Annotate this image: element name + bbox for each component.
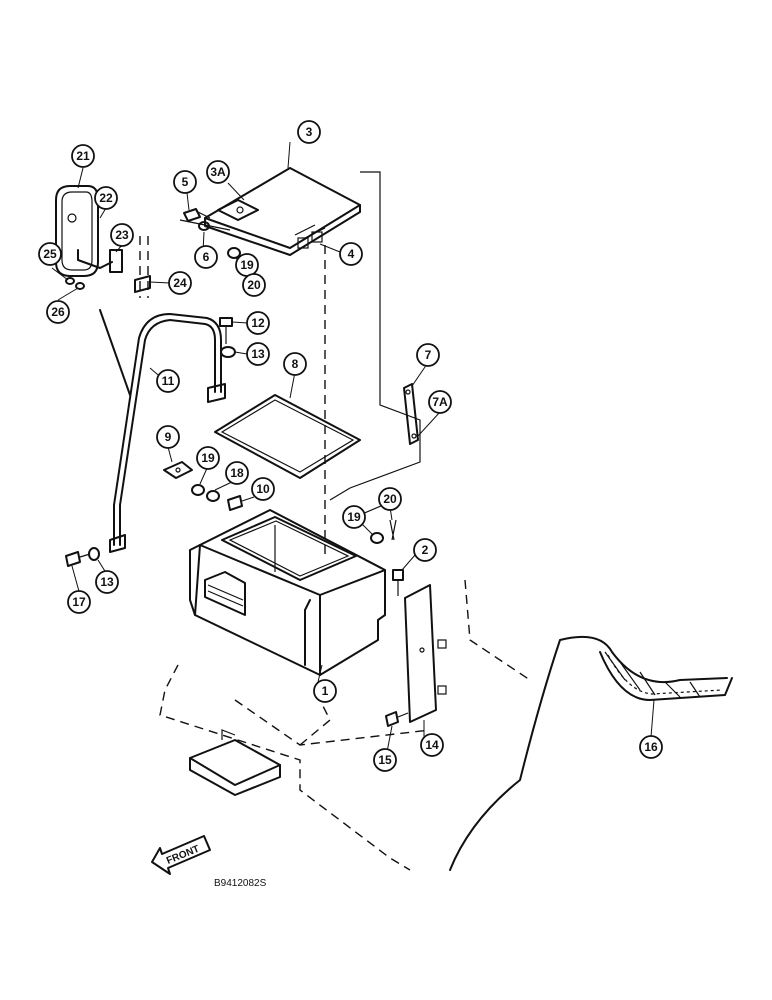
callout-4: 4 — [339, 242, 363, 266]
callout-label: 7A — [432, 395, 448, 409]
callout-label: 19 — [347, 510, 361, 524]
callout-18: 18 — [225, 461, 249, 485]
callout-23: 23 — [110, 223, 134, 247]
callout-22: 22 — [94, 186, 118, 210]
callout-label: 10 — [256, 482, 270, 496]
callout-14: 14 — [420, 733, 444, 757]
leader-lines — [51, 141, 655, 753]
callout-17: 17 — [67, 590, 91, 614]
callout-15: 15 — [373, 748, 397, 772]
callout-label: 9 — [165, 430, 172, 444]
callout-13-upper: 13 — [246, 342, 270, 366]
callout-11: 11 — [156, 369, 180, 393]
drawing-reference: B9412082S — [214, 878, 267, 889]
callout-label: 19 — [201, 451, 215, 465]
callout-label: 5 — [182, 175, 189, 189]
gasket — [214, 394, 361, 479]
callout-label: 2 — [422, 543, 429, 557]
phantom-lines — [159, 171, 531, 871]
callout-9: 9 — [156, 425, 180, 449]
front-label: FRONT — [165, 844, 201, 867]
callout-5: 5 — [173, 170, 197, 194]
bracket-7 — [403, 383, 419, 445]
callout-20-right: 20 — [378, 487, 402, 511]
callout-label: 4 — [348, 247, 355, 261]
callout-21: 21 — [71, 144, 95, 168]
callout-label: 25 — [43, 247, 57, 261]
front-arrow-icon: FRONT — [151, 835, 211, 875]
callout-13-lower: 13 — [95, 570, 119, 594]
callout-label: 16 — [644, 740, 658, 754]
callout-20-cover: 20 — [242, 273, 266, 297]
callout-3a: 3A — [206, 160, 230, 184]
callout-label: 8 — [292, 357, 299, 371]
callout-label: 18 — [230, 466, 244, 480]
callout-label: 19 — [240, 258, 254, 272]
callout-3: 3 — [297, 120, 321, 144]
callout-24: 24 — [168, 271, 192, 295]
callout-label: 17 — [72, 595, 86, 609]
step — [189, 729, 281, 796]
callout-label: 7 — [425, 348, 432, 362]
handrail — [99, 309, 226, 553]
callout-1: 1 — [313, 679, 337, 703]
callout-label: 12 — [251, 316, 265, 330]
callout-12: 12 — [246, 311, 270, 335]
side-plate — [404, 584, 447, 723]
callout-8: 8 — [283, 352, 307, 376]
callout-label: 3 — [306, 125, 313, 139]
callout-19-right: 19 — [342, 505, 366, 529]
callout-26: 26 — [46, 300, 70, 324]
callout-label: 15 — [378, 753, 392, 767]
callout-label: 23 — [115, 228, 129, 242]
callout-label: 20 — [247, 278, 261, 292]
callout-10: 10 — [251, 477, 275, 501]
callout-25: 25 — [38, 242, 62, 266]
cover-plate — [204, 167, 361, 256]
callout-19-cover: 19 — [235, 253, 259, 277]
callout-label: 22 — [99, 191, 113, 205]
callout-7a: 7A — [428, 390, 452, 414]
callout-label: 20 — [383, 492, 397, 506]
callout-label: 13 — [251, 347, 265, 361]
callout-label: 14 — [425, 738, 439, 752]
floor-mat — [449, 636, 733, 871]
callout-label: 13 — [100, 575, 114, 589]
callout-label: 24 — [173, 276, 187, 290]
callout-16: 16 — [639, 735, 663, 759]
callout-label: 21 — [76, 149, 90, 163]
callout-label: 6 — [203, 250, 210, 264]
callout-6: 6 — [194, 245, 218, 269]
callout-label: 3A — [210, 165, 226, 179]
callout-label: 26 — [51, 305, 65, 319]
callout-label: 11 — [162, 374, 175, 388]
storage-box — [189, 509, 386, 676]
callout-label: 1 — [322, 684, 329, 698]
callout-7: 7 — [416, 343, 440, 367]
callout-19-left: 19 — [196, 446, 220, 470]
callout-2: 2 — [413, 538, 437, 562]
